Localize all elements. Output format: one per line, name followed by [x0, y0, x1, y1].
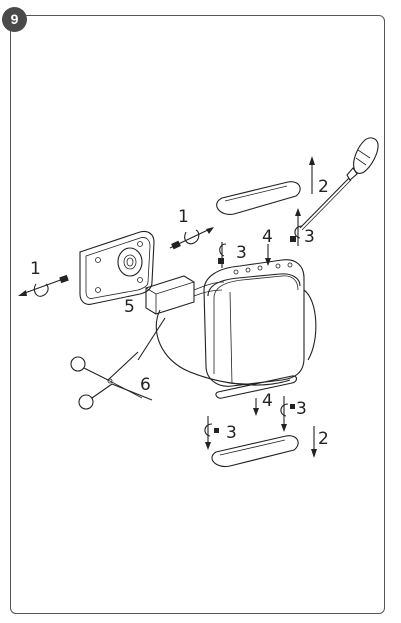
screw-bottom-right-assembly	[280, 396, 295, 432]
arrow-bottom-cover	[311, 426, 317, 458]
screw-top-assembly	[169, 227, 214, 250]
label-bracket-top: 4	[262, 227, 273, 247]
bottom-cover-plate	[211, 435, 299, 468]
power-cable	[137, 289, 317, 386]
bracket-bottom	[215, 375, 298, 416]
driver-box	[145, 275, 225, 315]
label-bracket-bottom: 4	[262, 391, 273, 411]
label-screw-top-right: 3	[304, 227, 315, 247]
diagram-frame	[10, 15, 385, 614]
label-cover-top: 2	[318, 177, 329, 197]
mounting-plate	[79, 230, 155, 305]
arrow-top-cover	[309, 156, 315, 194]
step-number-badge: 9	[2, 7, 27, 32]
label-cover-bottom: 2	[318, 429, 329, 449]
screw-mid-assembly	[218, 242, 227, 268]
label-screw-mid: 3	[236, 243, 247, 263]
label-driver: 5	[124, 297, 135, 317]
label-screw-bottom-left: 3	[226, 423, 237, 443]
screw-bottom-left-assembly	[204, 416, 219, 450]
screw-left-assembly	[18, 274, 69, 297]
label-screw-bottom-right: 3	[296, 399, 307, 419]
label-screw-top: 1	[178, 207, 189, 227]
scissors-illustration	[70, 351, 153, 410]
top-cover-plate	[216, 181, 301, 215]
screwdriver-illustration	[299, 137, 379, 231]
luminaire-body	[203, 259, 305, 387]
label-screw-left: 1	[30, 259, 41, 279]
screw-top-right-assembly	[290, 208, 303, 246]
label-cable: 6	[140, 375, 151, 395]
